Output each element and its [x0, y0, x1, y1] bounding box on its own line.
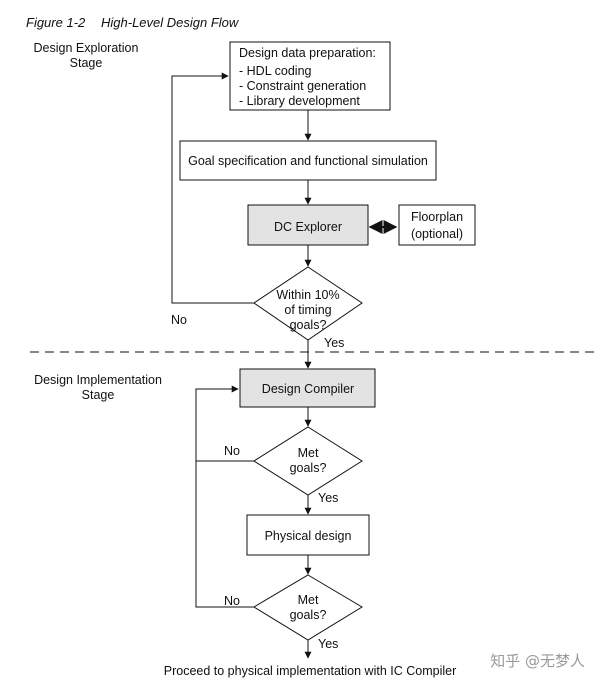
floorplan-label-line1: Floorplan — [411, 210, 463, 224]
dc-explorer-box: DC Explorer — [247, 204, 369, 246]
design-compiler-box: Design Compiler — [239, 368, 376, 408]
dc-explorer-label: DC Explorer — [274, 220, 342, 234]
loop-no-timing — [171, 72, 254, 304]
goal-spec-label: Goal specification and functional simula… — [188, 154, 428, 168]
loop-no-met1 — [195, 385, 254, 462]
decision-met2-line1: Met — [298, 593, 319, 607]
decision-met-goals-1: Met goals? — [253, 426, 363, 496]
data-prep-item-library: - Library development — [239, 94, 360, 108]
decision-timing-line3: goals? — [290, 318, 327, 332]
data-prep-item-hdl: - HDL coding — [239, 64, 312, 78]
watermark: 知乎 @无梦人 — [490, 652, 585, 670]
loop-no-met2 — [195, 461, 254, 608]
figure-title: High-Level Design Flow — [101, 15, 240, 30]
physical-design-label: Physical design — [265, 529, 352, 543]
floorplan-label-line2: (optional) — [411, 227, 463, 241]
edge-label-no-2: No — [224, 444, 240, 458]
floorplan-box: Floorplan (optional) — [398, 204, 476, 246]
stage-exploration-line1: Design Exploration — [34, 41, 139, 55]
final-step-label: Proceed to physical implementation with … — [164, 664, 457, 678]
decision-met-goals-2: Met goals? — [253, 574, 363, 641]
stage-implementation-line1: Design Implementation — [34, 373, 162, 387]
physical-design-box: Physical design — [246, 514, 370, 556]
stage-exploration-line2: Stage — [70, 56, 103, 70]
edge-label-yes-3: Yes — [318, 637, 338, 651]
figure-number: Figure 1-2 — [26, 15, 86, 30]
design-compiler-label: Design Compiler — [262, 382, 354, 396]
edge-label-yes-2: Yes — [318, 491, 338, 505]
decision-timing-line1: Within 10% — [276, 288, 339, 302]
edge-label-yes-1: Yes — [324, 336, 344, 350]
data-prep-box: Design data preparation: - HDL coding - … — [229, 41, 391, 111]
decision-met2-line2: goals? — [290, 608, 327, 622]
data-prep-item-constraint: - Constraint generation — [239, 79, 366, 93]
stage-implementation-line2: Stage — [82, 388, 115, 402]
decision-met1-line1: Met — [298, 446, 319, 460]
decision-timing-line2: of timing — [284, 303, 331, 317]
data-prep-heading: Design data preparation: — [239, 46, 376, 60]
decision-timing: Within 10% of timing goals? — [253, 266, 363, 341]
goal-spec-box: Goal specification and functional simula… — [179, 140, 437, 181]
edge-label-no-3: No — [224, 594, 240, 608]
edge-label-no-1: No — [171, 313, 187, 327]
decision-met1-line2: goals? — [290, 461, 327, 475]
